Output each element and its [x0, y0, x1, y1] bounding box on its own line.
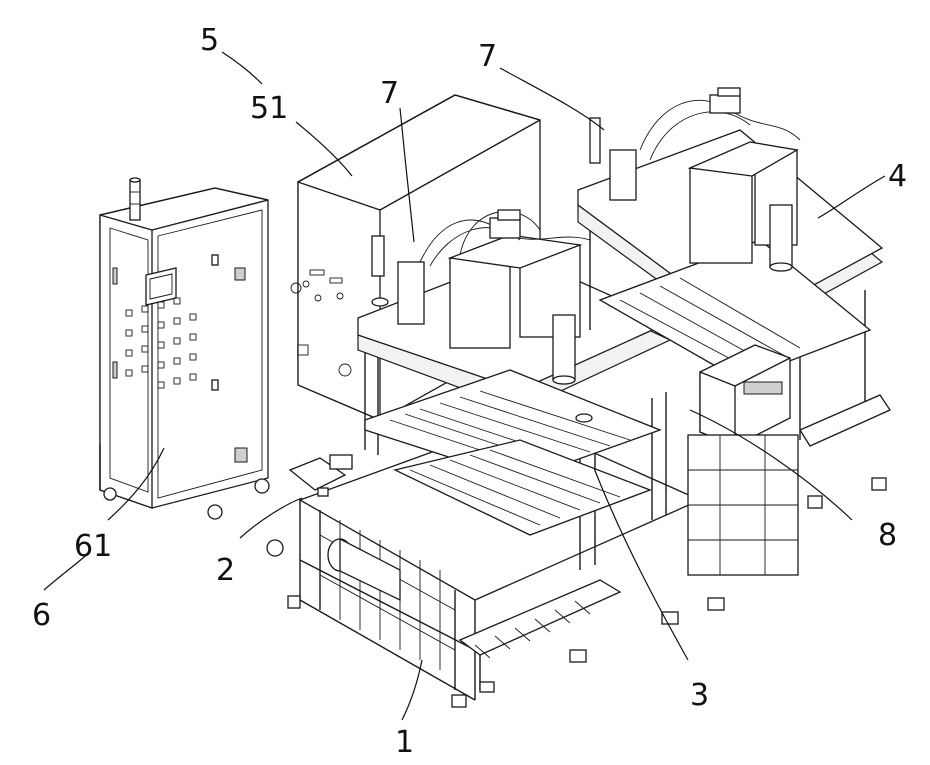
- left-press-station: [288, 209, 672, 570]
- control-box: [687, 344, 799, 576]
- label-5: 5: [200, 23, 219, 58]
- electrical-cabinet: [99, 177, 270, 520]
- label-4: 4: [888, 159, 907, 194]
- label-2: 2: [216, 553, 235, 588]
- reference-labels: 5 51 7 7 4 61 6 2 8 3 1: [32, 23, 907, 760]
- label-1: 1: [395, 725, 414, 760]
- label-61: 61: [74, 529, 112, 564]
- right-press-station: [577, 87, 891, 509]
- leader-lines: [43, 51, 886, 721]
- label-7-right: 7: [478, 39, 497, 74]
- label-6: 6: [32, 598, 51, 633]
- label-51: 51: [250, 91, 288, 126]
- label-3: 3: [690, 678, 709, 713]
- label-7-left: 7: [380, 76, 399, 111]
- label-8: 8: [878, 518, 897, 553]
